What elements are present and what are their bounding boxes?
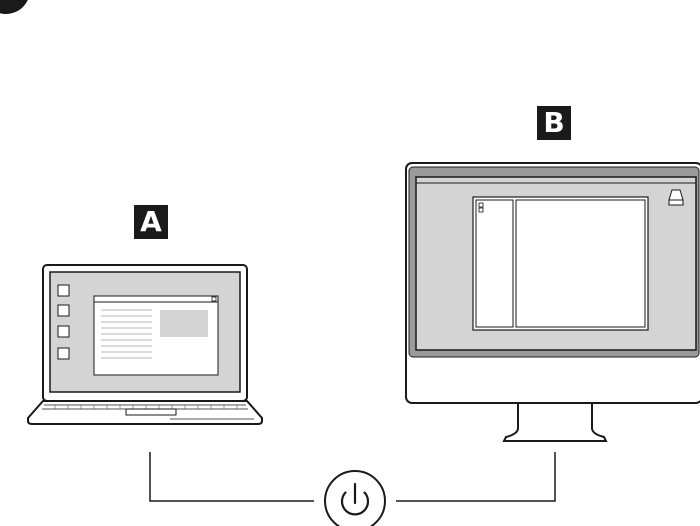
window-sidebar: [476, 200, 513, 327]
window-image-block: [160, 310, 208, 337]
desktop-monitor: [406, 163, 700, 441]
drive-icon: [669, 190, 683, 205]
laptop-trackpad: [126, 409, 176, 415]
desktop-icon: [58, 326, 69, 337]
laptop: [28, 265, 262, 424]
desktop-icon: [58, 285, 69, 296]
step-badge-icon: [0, 0, 30, 14]
desktop-icon: [58, 305, 69, 316]
desktop-label: B: [537, 106, 571, 140]
window-close-icon: [212, 297, 216, 301]
window-pane: [516, 200, 645, 327]
folder-icon: [479, 208, 483, 212]
monitor-stand: [504, 402, 606, 441]
laptop-label: A: [134, 205, 168, 239]
folder-icon: [479, 203, 483, 207]
power-icon: [325, 471, 385, 526]
desktop-icon: [58, 348, 69, 359]
